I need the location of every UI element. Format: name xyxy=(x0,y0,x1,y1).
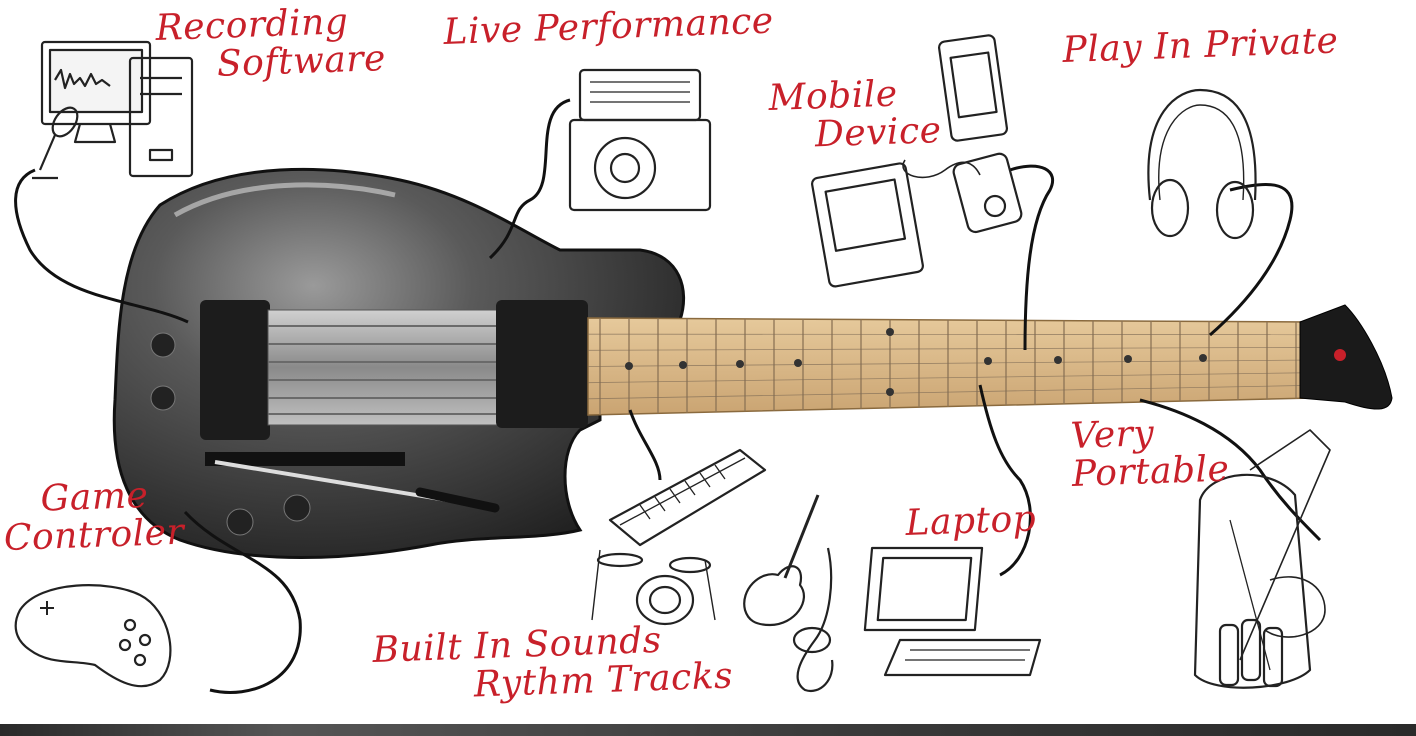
label-mobile-device: Mobile Device xyxy=(768,74,942,156)
cables xyxy=(14,98,1322,694)
saxophone-icon xyxy=(792,547,834,693)
backpack-icon xyxy=(1193,429,1331,689)
footer-bar xyxy=(0,724,1416,736)
label-very-portable: Very Portable xyxy=(1070,413,1231,495)
bridge-block xyxy=(200,300,270,440)
laptop-icon xyxy=(863,546,1042,677)
inlay-dot xyxy=(886,328,894,336)
drum-kit-icon xyxy=(591,549,716,626)
mp3-player-icon xyxy=(902,152,1023,234)
headphones-icon xyxy=(1147,88,1257,240)
inlay-dot xyxy=(794,359,802,367)
amplifier-icon xyxy=(568,68,712,212)
inlay-dot xyxy=(679,361,687,369)
label-laptop: Laptop xyxy=(904,498,1037,544)
string-plate xyxy=(267,309,499,426)
inlay-dot xyxy=(886,388,894,396)
keyboard-synth-icon xyxy=(608,448,767,547)
label-recording-software: Recording Software xyxy=(155,1,387,86)
inlay-dot xyxy=(1124,355,1132,363)
label-line: Controler xyxy=(3,511,185,559)
label-line: Portable xyxy=(1071,448,1231,495)
label-game-controller: Game Controler xyxy=(2,475,185,559)
microphone-icon xyxy=(32,106,79,180)
nut-block xyxy=(496,300,588,428)
label-line: Device xyxy=(814,109,943,156)
tablet-icon xyxy=(937,34,1009,142)
inlay-dot xyxy=(1199,354,1207,362)
string-line xyxy=(587,372,1313,384)
inlay-dot xyxy=(736,360,744,368)
string-line xyxy=(587,359,1313,367)
electric-guitar-icon xyxy=(743,494,820,627)
inlay-dot xyxy=(984,357,992,365)
guitar-neck xyxy=(587,304,1393,416)
string-line xyxy=(587,384,1313,400)
label-built-in-sounds: Built In Sounds Rythm Tracks xyxy=(372,619,734,707)
gamepad-icon xyxy=(14,584,172,688)
inlay-dot xyxy=(1054,356,1062,364)
ebook-reader-icon xyxy=(811,162,924,288)
inlay-dot xyxy=(625,362,633,370)
string-line xyxy=(587,346,1313,351)
string-line xyxy=(587,333,1313,336)
computer-monitor-icon xyxy=(40,40,194,178)
guitar-body xyxy=(112,167,686,559)
